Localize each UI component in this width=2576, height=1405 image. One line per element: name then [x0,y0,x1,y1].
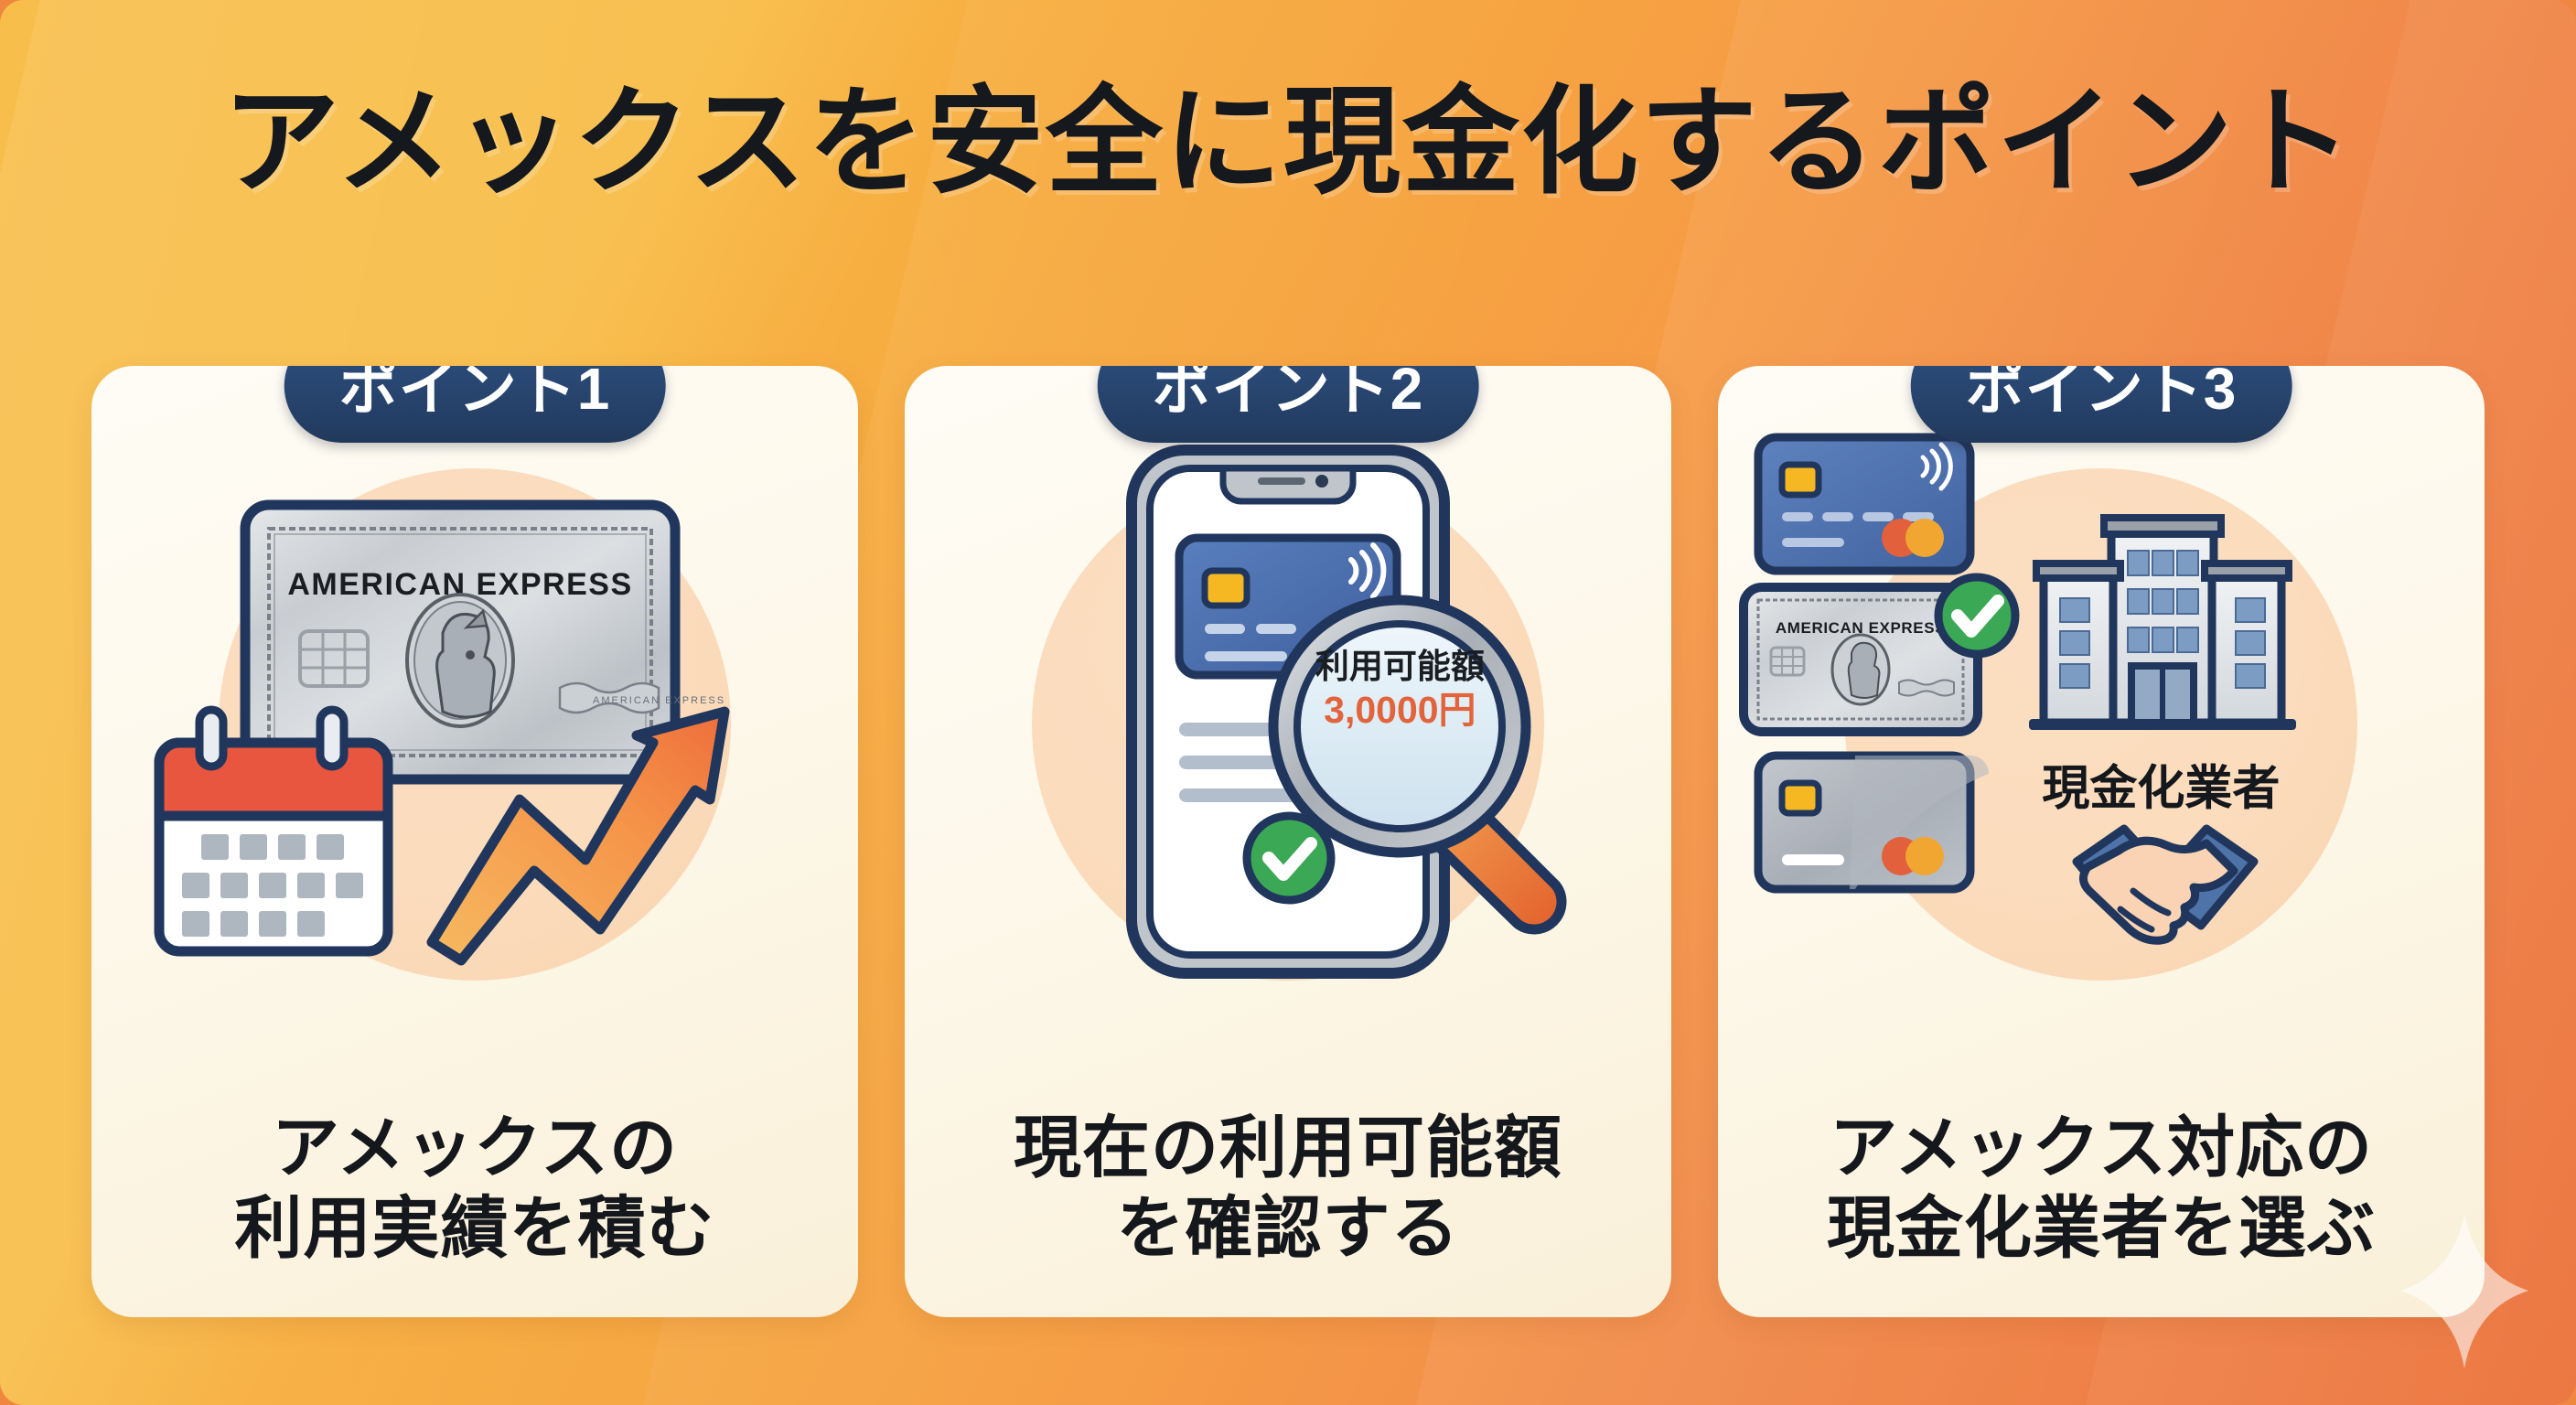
caption-line-2: 利用実績を積む [234,1189,715,1266]
page-title: アメックスを安全に現金化するポイント [222,77,2354,208]
contactless-icon [1920,442,1953,491]
caption-point-3: アメックス対応の 現金化業者を選ぶ [1718,1108,2485,1268]
caption-line-2: を確認する [1116,1189,1460,1266]
svg-text:AMERICAN EXPRESS: AMERICAN EXPRESS [593,695,725,706]
growth-arrow-icon [426,706,730,966]
amex-platinum-card-icon: AMERICAN EXPRESS [1739,583,1982,736]
blue-credit-card-icon [1754,433,1975,575]
amex-platinum-card-icon: AMERICAN EXPRESS [240,499,725,785]
caption-point-2: 現在の利用可能額 を確認する [905,1108,1671,1268]
gray-credit-card-icon [1754,751,1989,894]
check-circle-icon [1242,811,1336,905]
company-label: 現金化業者 [2042,762,2281,816]
centurion-emblem-icon [405,593,515,728]
point-card-1[interactable]: ポイント1 [91,366,858,1317]
caption-line-1: アメックスの [271,1110,679,1186]
magnifier-icon [1268,595,1567,935]
badge-point-3: ポイント3 [1910,366,2292,443]
caption-line-1: 現在の利用可能額 [1014,1110,1562,1186]
sparkle-icon [2400,1213,2528,1368]
contactless-icon [1348,542,1387,599]
mastercard-icon [1882,519,1944,557]
illustration-point-3: AMERICAN EXPRESS [1718,421,2485,988]
office-building-icon [2029,514,2296,730]
centurion-emblem-icon [1830,633,1891,706]
badge-point-2: ポイント2 [1097,366,1479,443]
handshake-icon [2072,824,2259,945]
illustration-point-2: 利用可能額 3,0000円 [905,421,1671,988]
caption-line-2: 現金化業者を選ぶ [1827,1189,2376,1266]
mastercard-icon [1882,837,1944,875]
check-badge-icon [1934,573,2020,659]
badge-point-1: ポイント1 [284,366,666,443]
caption-point-1: アメックスの 利用実績を積む [91,1108,858,1268]
illustration-point-1: AMERICAN EXPRESS [91,421,858,988]
card-chip-icon [298,629,370,688]
svg-text:AMERICAN EXPRESS: AMERICAN EXPRESS [1776,619,1946,637]
calendar-icon [154,705,393,957]
point-card-3[interactable]: ポイント3 [1718,366,2485,1317]
point-card-2[interactable]: ポイント2 [905,366,1671,1317]
points-card-row: ポイント1 [91,366,2485,1317]
caption-line-1: アメックス対応の [1829,1110,2374,1186]
